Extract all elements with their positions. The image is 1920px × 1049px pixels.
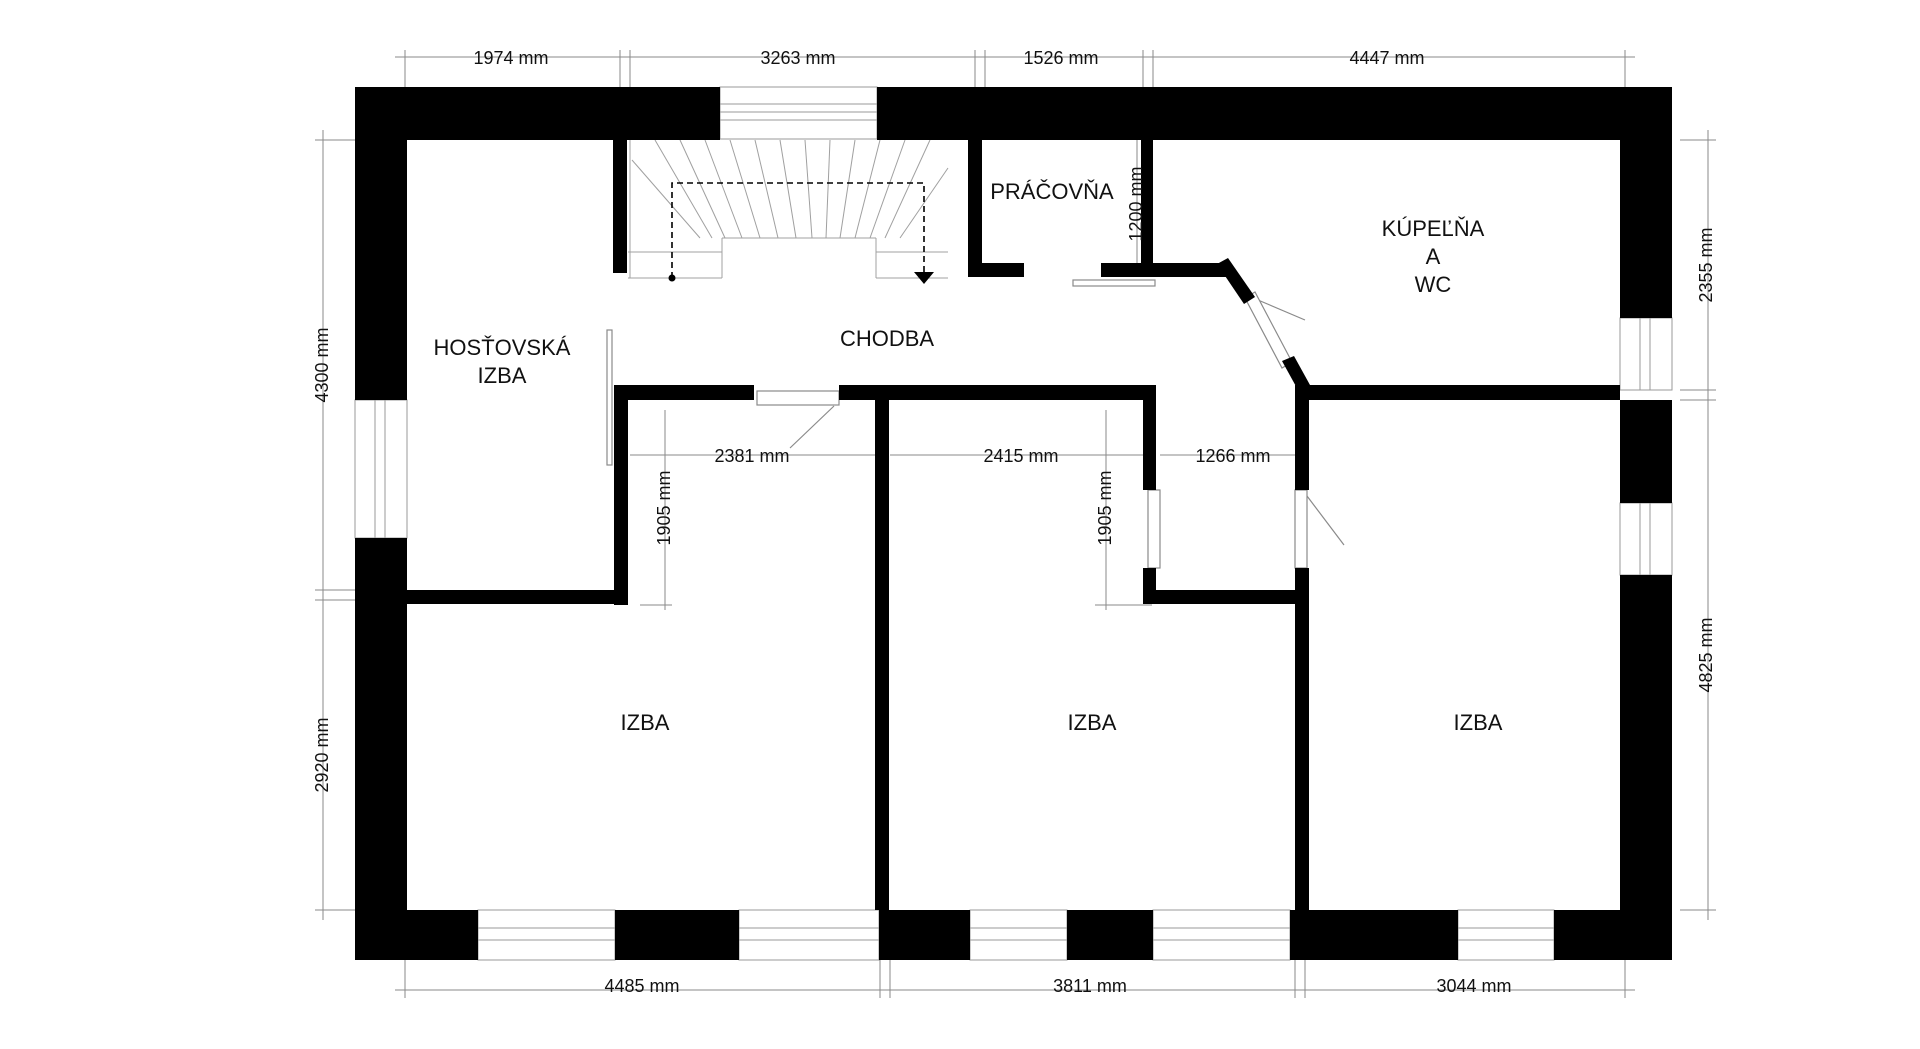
dim-2381: 2381 mm bbox=[714, 446, 789, 466]
dimension-lines bbox=[315, 50, 1716, 998]
dimension-labels: 1974 mm 3263 mm 1526 mm 4447 mm 4485 mm … bbox=[312, 48, 1716, 996]
dim-bottom-2: 3811 mm bbox=[1053, 976, 1127, 996]
bathroom-label: KÚPEĽŇA bbox=[1382, 216, 1485, 241]
windows bbox=[354, 86, 1673, 961]
room-labels: HOSŤOVSKÁ IZBA CHODBA PRÁČOVŇA KÚPEĽŇA A… bbox=[434, 179, 1503, 735]
dim-top-3: 1526 mm bbox=[1023, 48, 1098, 68]
corridor-label: CHODBA bbox=[840, 326, 934, 351]
dim-left-1: 4300 mm bbox=[312, 327, 332, 402]
dim-top-4: 4447 mm bbox=[1349, 48, 1424, 68]
dim-1905-right: 1905 mm bbox=[1095, 470, 1115, 545]
dim-bottom-3: 3044 mm bbox=[1436, 976, 1511, 996]
guest-room-label-line2: IZBA bbox=[478, 363, 527, 388]
dim-1200: 1200 mm bbox=[1126, 166, 1146, 241]
dim-top-1: 1974 mm bbox=[473, 48, 548, 68]
room-left-label: IZBA bbox=[621, 710, 670, 735]
dim-right-1: 2355 mm bbox=[1696, 227, 1716, 302]
staircase bbox=[628, 139, 949, 284]
guest-room-label: HOSŤOVSKÁ bbox=[434, 335, 571, 360]
study-label: PRÁČOVŇA bbox=[990, 179, 1114, 204]
room-right-label: IZBA bbox=[1454, 710, 1503, 735]
dim-left-2: 2920 mm bbox=[312, 717, 332, 792]
dim-2415: 2415 mm bbox=[983, 446, 1058, 466]
dim-1905-left: 1905 mm bbox=[654, 470, 674, 545]
dim-right-2: 4825 mm bbox=[1696, 617, 1716, 692]
doors bbox=[606, 279, 1345, 569]
dim-1266: 1266 mm bbox=[1195, 446, 1270, 466]
bathroom-label-line3: WC bbox=[1415, 272, 1452, 297]
bathroom-label-line2: A bbox=[1426, 244, 1441, 269]
walls bbox=[355, 87, 1672, 960]
dim-bottom-1: 4485 mm bbox=[604, 976, 679, 996]
dim-top-2: 3263 mm bbox=[760, 48, 835, 68]
room-middle-label: IZBA bbox=[1068, 710, 1117, 735]
